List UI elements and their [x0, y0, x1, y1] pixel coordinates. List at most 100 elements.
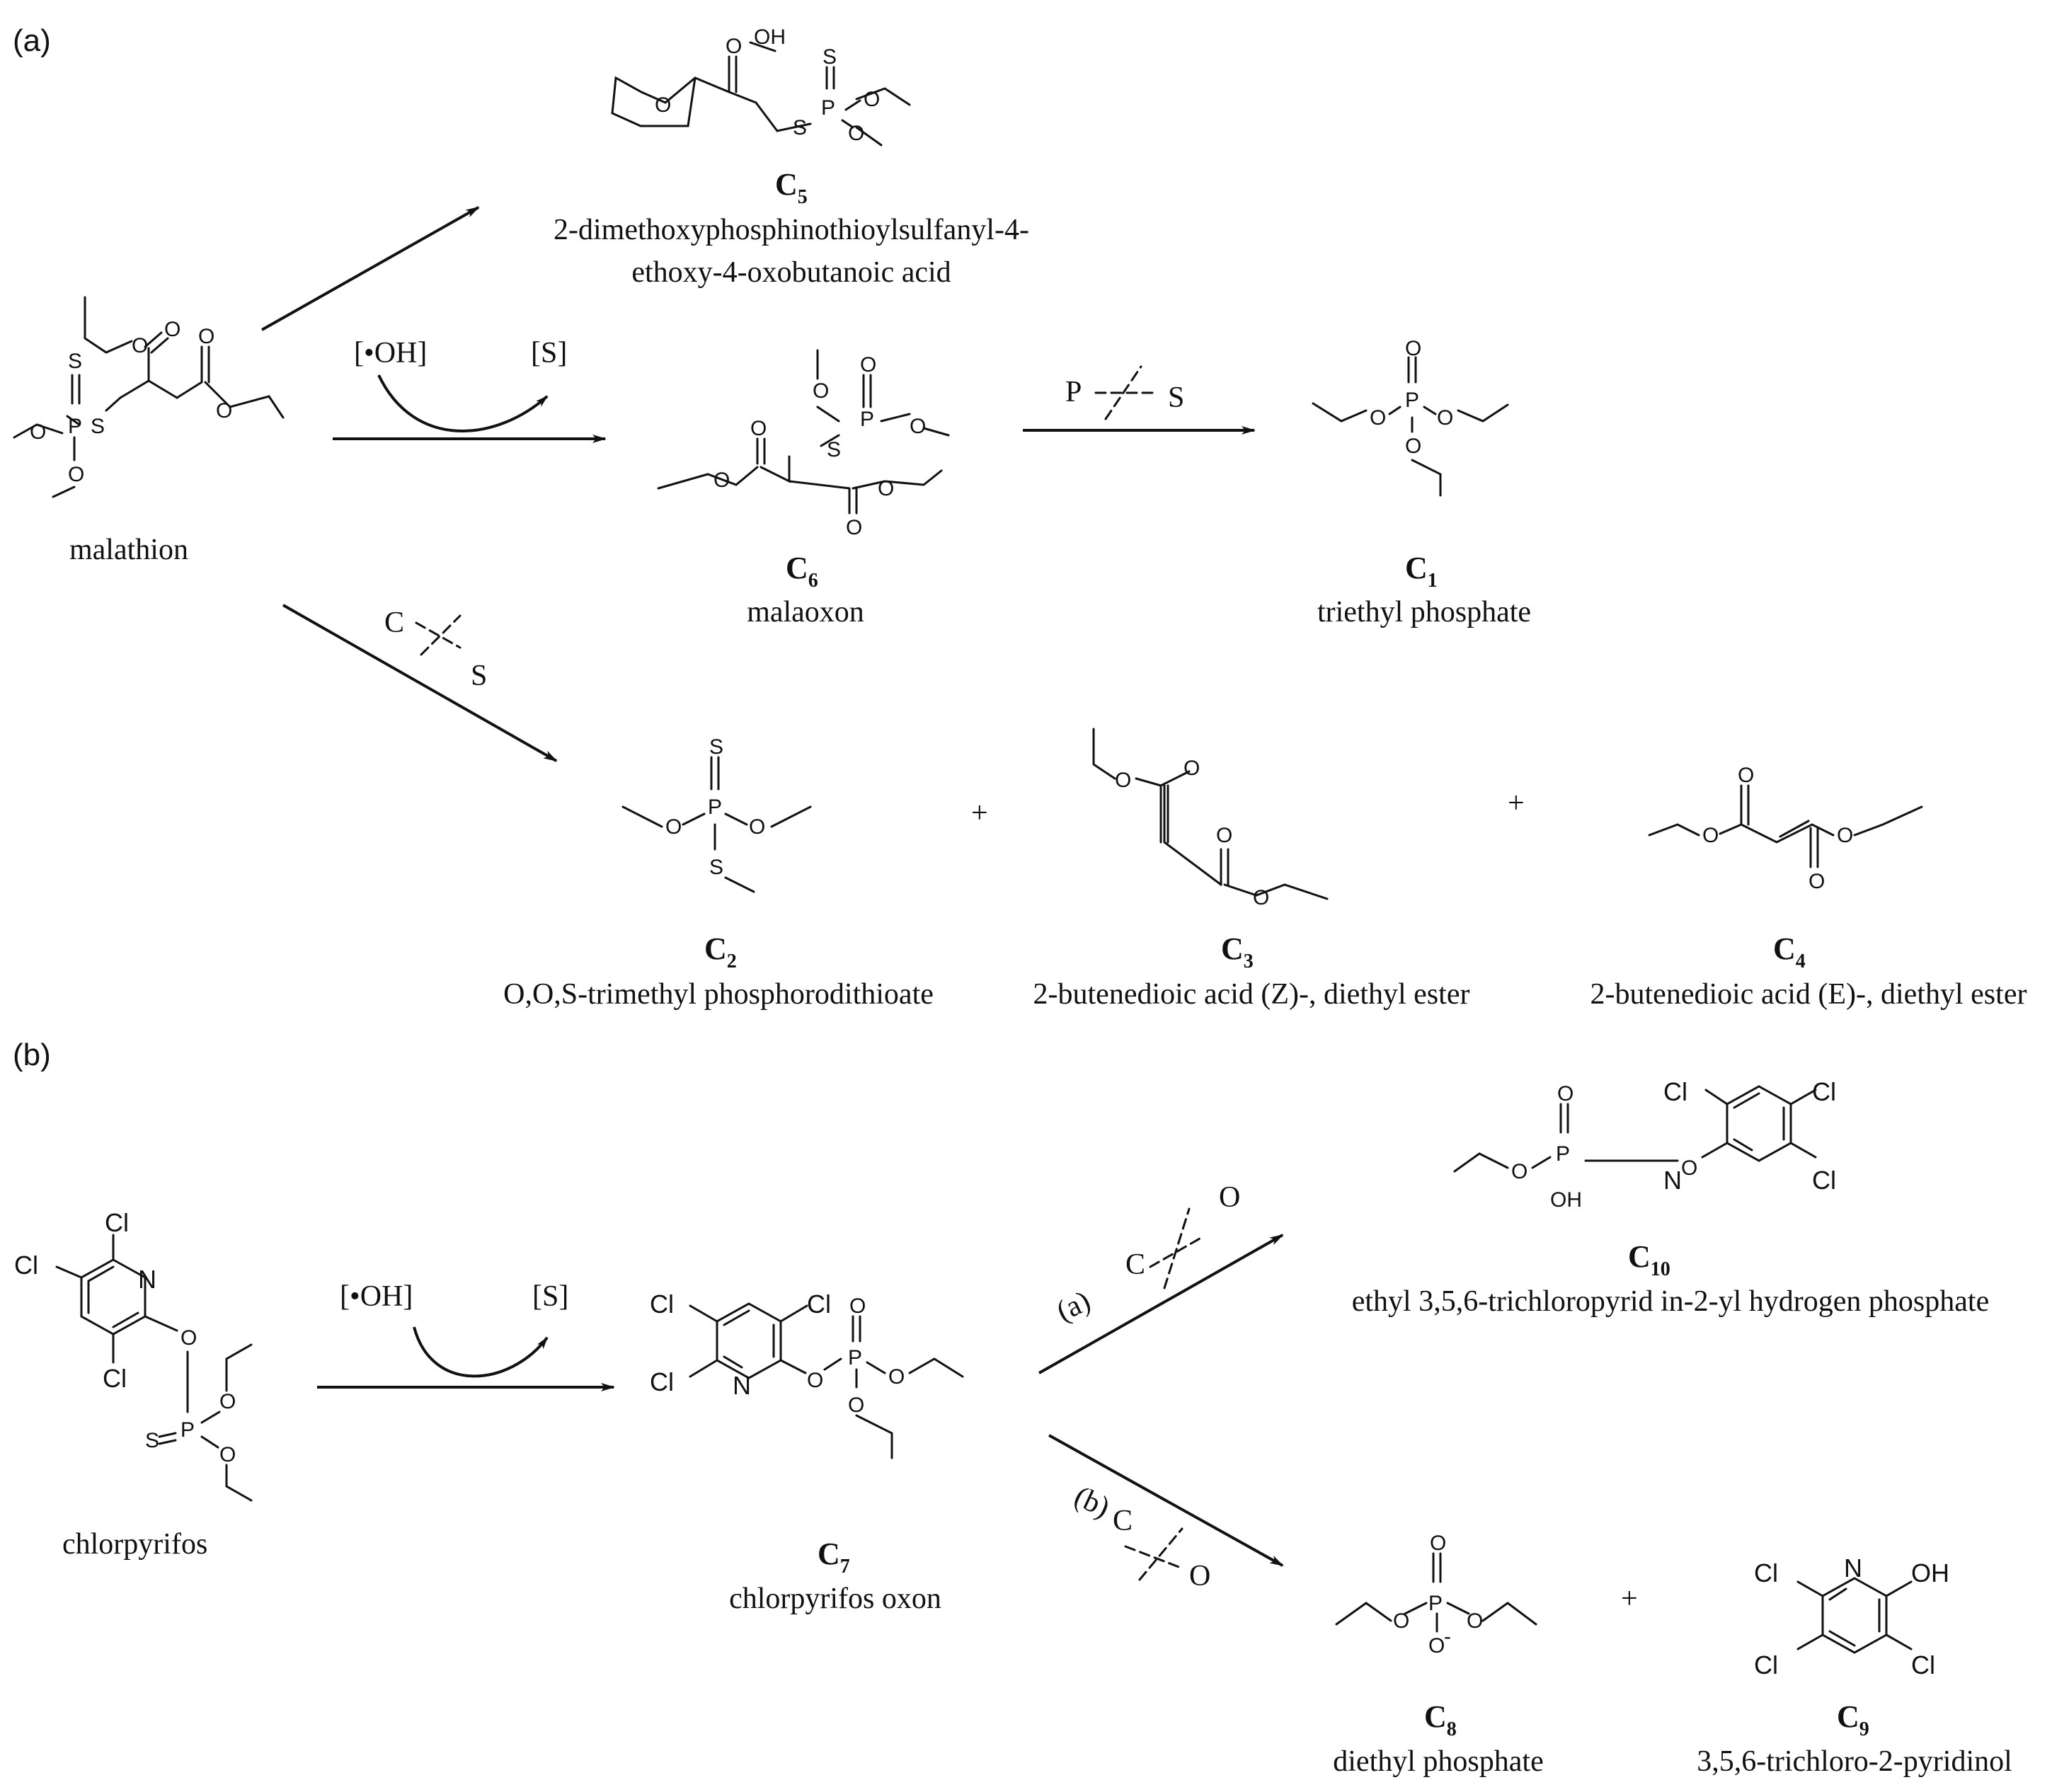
malathion-structure: S P S O O O O O O [13, 296, 285, 498]
svg-text:O: O [1405, 435, 1421, 458]
svg-text:S: S [822, 45, 837, 69]
c5-structure: O O OH S P S O O [611, 25, 911, 147]
reagent-oh-a: [•OH] [354, 337, 427, 369]
svg-text:O: O [1405, 337, 1421, 360]
svg-text:C6: C6 [786, 551, 818, 592]
svg-text:O: O [655, 93, 671, 117]
arrow-to-c8 [1048, 1434, 1284, 1567]
svg-text:S: S [793, 116, 807, 139]
svg-text:O: O [132, 334, 148, 357]
svg-text:O: O [1738, 764, 1754, 787]
svg-text:-: - [1444, 1625, 1451, 1648]
route-b-label: (b) [1070, 1480, 1115, 1524]
svg-text:C1: C1 [1405, 551, 1438, 592]
reagent-s-b: [S] [532, 1280, 568, 1313]
svg-text:S: S [145, 1429, 159, 1452]
svg-text:P: P [180, 1418, 195, 1442]
svg-text:Cl: Cl [1812, 1077, 1836, 1106]
svg-text:O: O [1837, 824, 1853, 847]
svg-text:O: O [848, 122, 864, 145]
c5-label: C5 [775, 167, 808, 208]
svg-text:O: O [813, 379, 829, 403]
c3-label: C3 [1221, 931, 1254, 972]
svg-text:O: O [1467, 1609, 1483, 1633]
plus-1: + [971, 797, 988, 829]
svg-text:O: O [665, 815, 682, 839]
svg-text:N: N [1844, 1553, 1862, 1583]
cleave-o-b1: O [1219, 1181, 1240, 1214]
svg-text:Cl: Cl [14, 1251, 38, 1280]
svg-text:OH: OH [1550, 1188, 1582, 1212]
c4-name: 2-butenedioic acid (E)-, diethyl ester [1590, 978, 2027, 1011]
svg-text:Cl: Cl [1754, 1558, 1778, 1587]
reagent-oh-b: [•OH] [340, 1280, 413, 1313]
svg-text:O: O [164, 318, 180, 341]
svg-text:O: O [1216, 824, 1232, 847]
c7-label: C7 [818, 1537, 850, 1578]
svg-text:O: O [864, 88, 880, 111]
c3-structure: O O O O [1092, 728, 1329, 909]
svg-text:O: O [219, 1443, 236, 1466]
c9-name: 3,5,6-trichloro-2-pyridinol [1697, 1745, 2012, 1778]
svg-text:C5: C5 [775, 167, 808, 208]
svg-text:P: P [708, 796, 722, 819]
c4-label: C4 [1773, 931, 1806, 972]
svg-text:O: O [1809, 870, 1825, 893]
svg-text:O: O [860, 353, 876, 377]
svg-text:Cl: Cl [105, 1208, 129, 1237]
panel-label-a: (a) [13, 23, 51, 58]
c8-label: C8 [1424, 1699, 1457, 1740]
svg-text:OH: OH [754, 25, 786, 49]
svg-text:N: N [1663, 1166, 1682, 1195]
svg-text:P: P [848, 1346, 862, 1369]
svg-text:O: O [1511, 1160, 1527, 1183]
svg-text:O: O [1437, 406, 1453, 430]
arrow-to-c2 [282, 604, 558, 762]
svg-text:O: O [807, 1369, 823, 1392]
cleave-s-a: S [471, 660, 487, 692]
svg-text:O: O [1370, 406, 1386, 430]
svg-text:P: P [1428, 1592, 1443, 1615]
malathion-name: malathion [69, 534, 188, 566]
svg-text:O: O [848, 1394, 864, 1417]
svg-text:O: O [878, 477, 894, 500]
reagent-s-a: [S] [531, 337, 567, 369]
chlorpyrifos-name: chlorpyrifos [62, 1528, 207, 1561]
svg-text:O: O [1557, 1082, 1574, 1105]
curved-arrow-a [377, 374, 549, 432]
c2-name: O,O,S-trimethyl phosphorodithioate [503, 978, 934, 1011]
c10-label: C10 [1628, 1239, 1670, 1280]
c3-name: 2-butenedioic acid (Z)-, diethyl ester [1033, 978, 1470, 1011]
svg-text:P: P [860, 408, 874, 431]
svg-text:Cl: Cl [1754, 1650, 1778, 1679]
c2-structure: S P O O S [621, 735, 812, 893]
cleave-o-b2: O [1189, 1560, 1210, 1592]
chlorpyrifos-structure: Cl Cl N Cl O O P S O [14, 1208, 253, 1502]
svg-text:C10: C10 [1628, 1239, 1670, 1280]
svg-text:O: O [180, 1326, 197, 1350]
svg-text:Cl: Cl [650, 1290, 674, 1319]
svg-text:O: O [713, 469, 730, 492]
svg-text:Cl: Cl [1911, 1650, 1935, 1679]
svg-text:O: O [1253, 886, 1269, 909]
svg-text:O: O [1430, 1532, 1446, 1555]
c1-label: C1 [1405, 551, 1438, 592]
plus-3: + [1621, 1583, 1638, 1615]
c8-structure: O P O O O - [1335, 1532, 1537, 1658]
c7-structure: Cl Cl Cl N O O P O O [650, 1290, 964, 1459]
svg-text:N: N [733, 1371, 751, 1400]
svg-text:O: O [1183, 757, 1200, 780]
svg-text:OH: OH [1911, 1558, 1949, 1587]
cleave-c-b2: C [1113, 1505, 1133, 1537]
c8-name: diethyl phosphate [1333, 1745, 1543, 1778]
svg-text:O: O [849, 1294, 866, 1318]
c10-name: ethyl 3,5,6-trichloropyrid in-2-yl hydro… [1352, 1285, 1989, 1318]
svg-text:O: O [216, 399, 232, 423]
cleave-c-b1: C [1125, 1248, 1145, 1281]
c6-label: C6 [786, 551, 818, 592]
arrow-to-c5 [261, 206, 480, 331]
svg-text:O: O [1428, 1634, 1445, 1658]
svg-text:Cl: Cl [650, 1367, 674, 1396]
svg-text:Cl: Cl [103, 1364, 127, 1393]
